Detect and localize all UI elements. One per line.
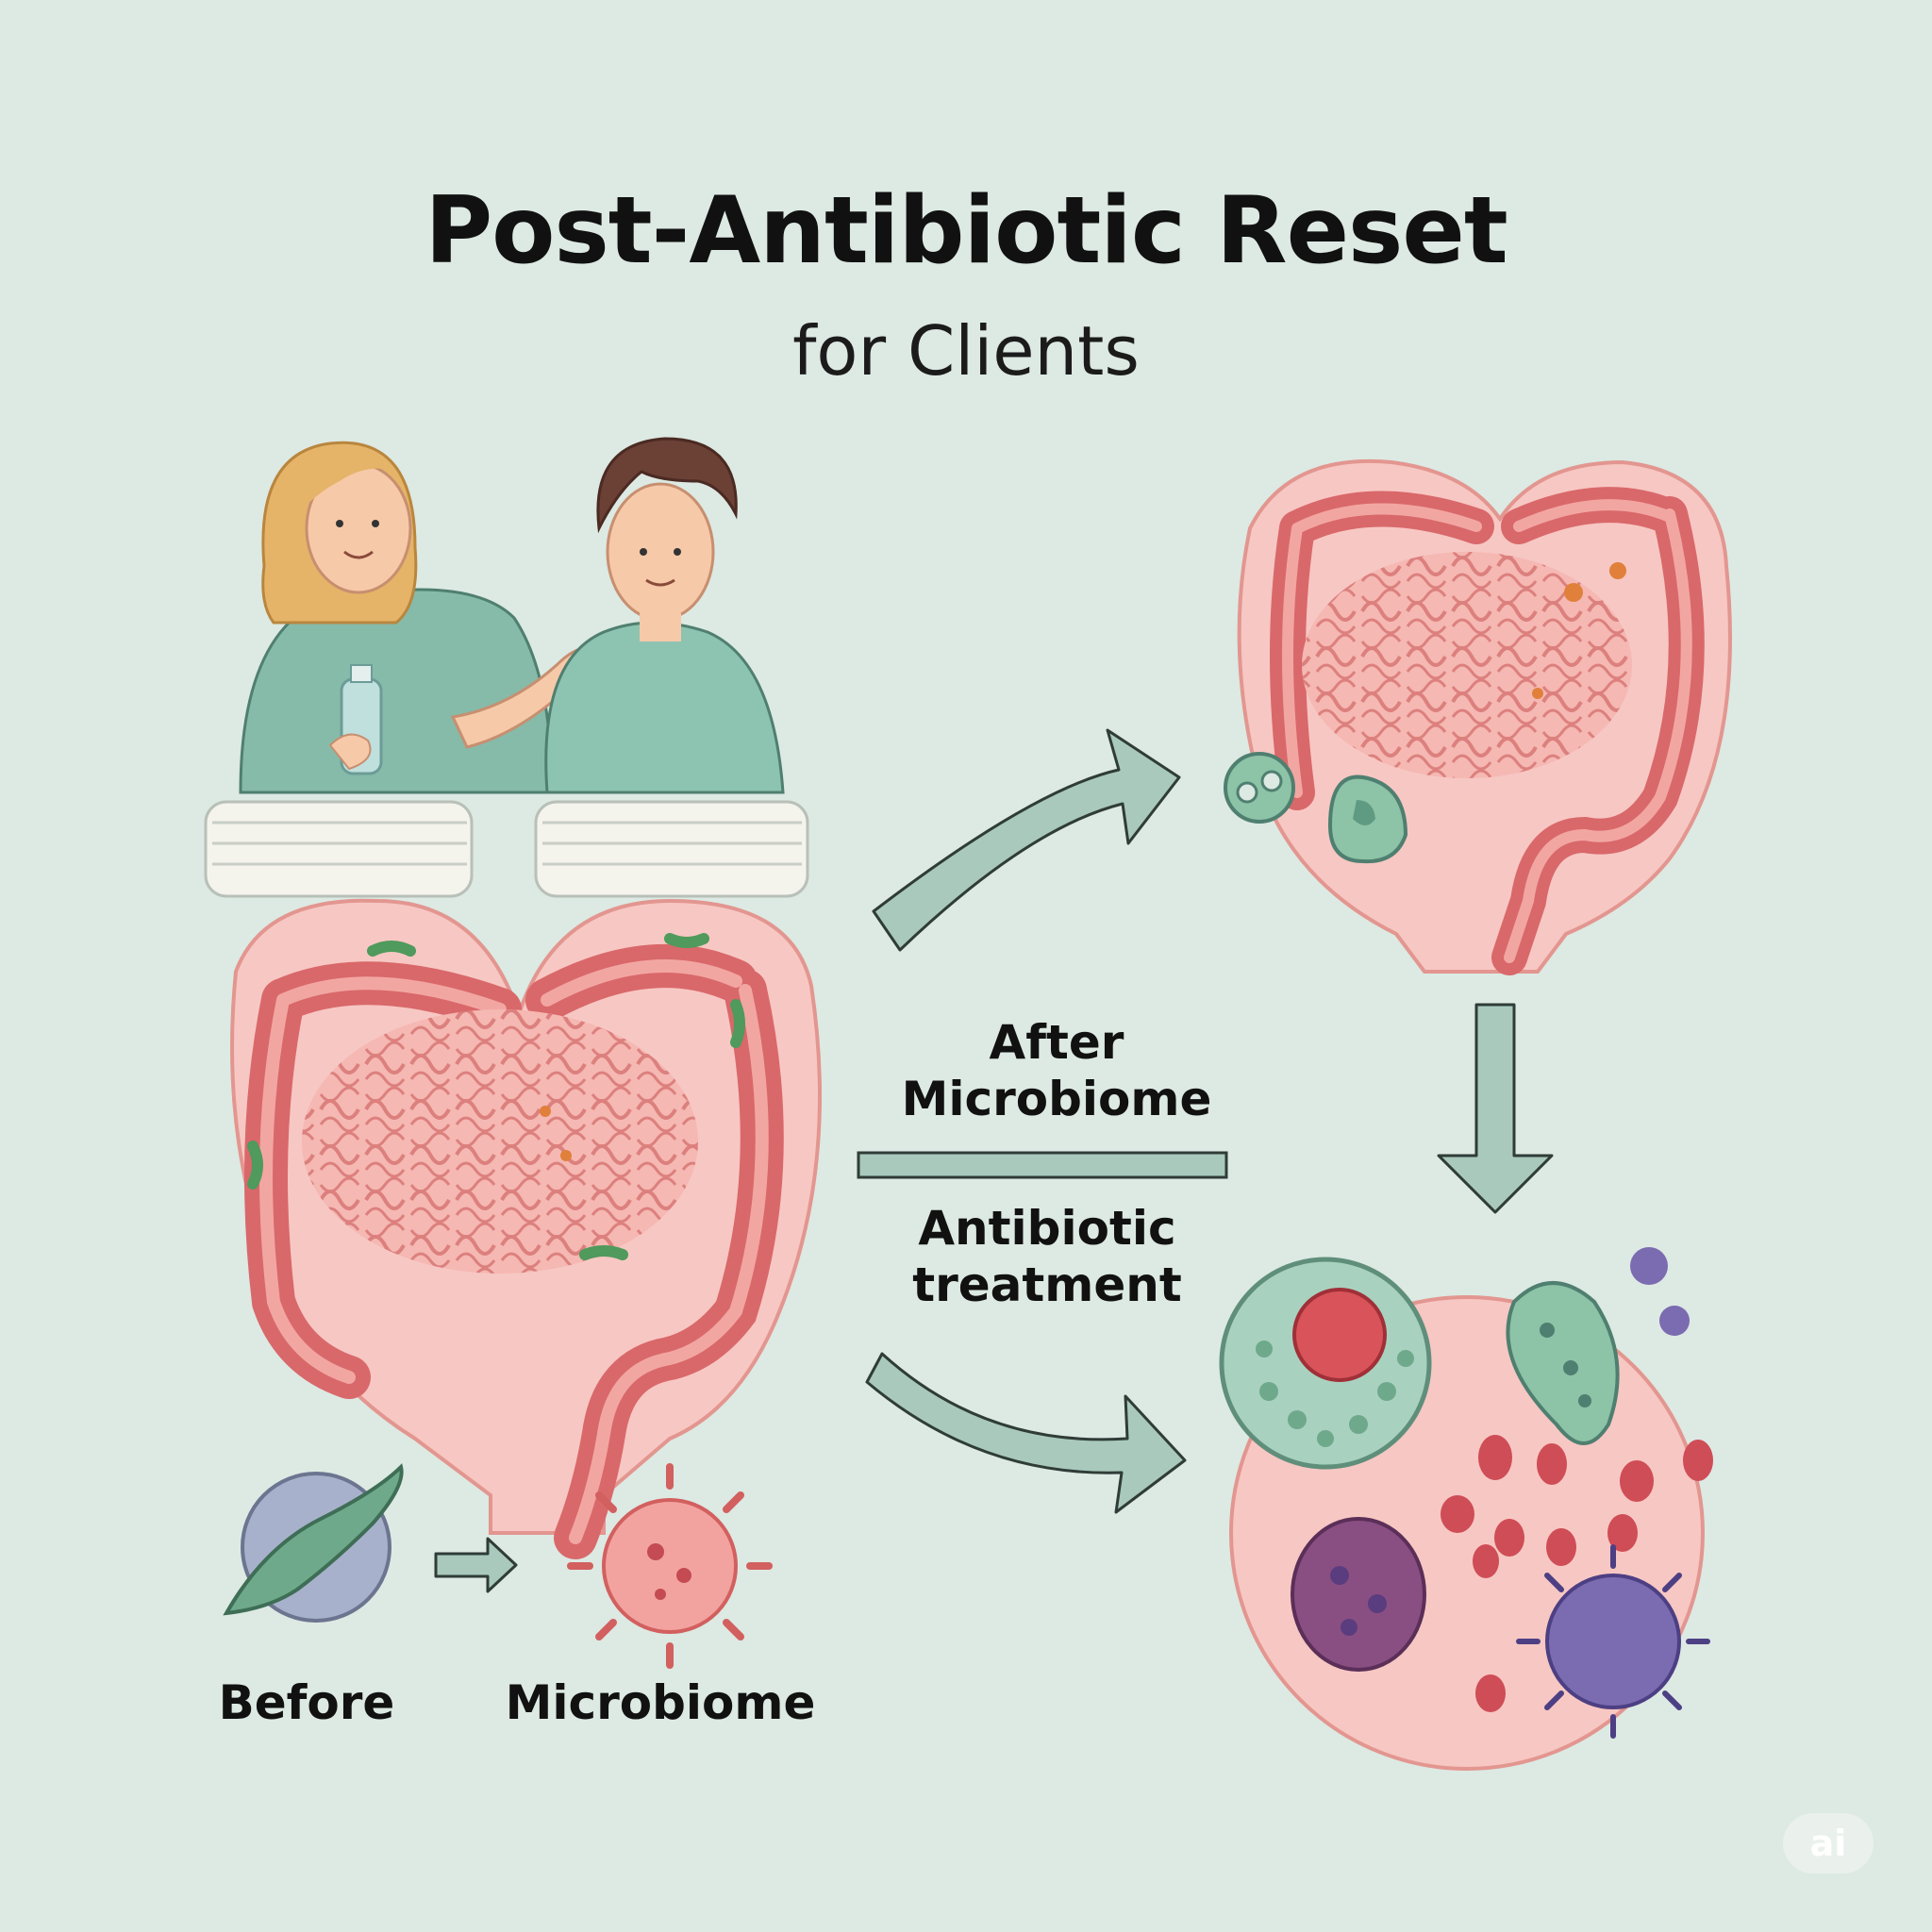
page-subtitle: for Clients (792, 311, 1140, 391)
divider-bar (857, 1151, 1228, 1179)
label-after-line-1: After (989, 1015, 1124, 1070)
towel-stack-right (534, 800, 809, 898)
label-after-line-2: Microbiome (901, 1072, 1212, 1126)
label-antibiotic-line-2: treatment (912, 1257, 1182, 1312)
caption-before: Before (218, 1675, 395, 1730)
gut-illustration-small (1224, 458, 1732, 975)
before-microbe-icon (223, 1463, 404, 1623)
man-figure (544, 437, 785, 794)
arrow-down (1437, 1003, 1554, 1214)
gut-illustration-large (230, 898, 822, 1559)
label-antibiotic-line-1: Antibiotic (918, 1201, 1176, 1256)
clients-illustration (204, 437, 809, 898)
label-antibiotic-treatment: Antibiotic treatment (811, 1200, 1283, 1313)
microbiome-cell-icon (567, 1463, 773, 1669)
caption-microbiome: Microbiome (505, 1675, 816, 1730)
arrow-to-bottom-right (865, 1352, 1187, 1514)
label-after-microbiome: After Microbiome (821, 1014, 1292, 1127)
arrow-small-right (434, 1537, 518, 1593)
page-title: Post-Antibiotic Reset (425, 177, 1507, 285)
towel-stack-left (204, 800, 474, 898)
ai-badge: ai (1783, 1813, 1874, 1874)
arrow-to-top-right (872, 728, 1181, 952)
woman-figure (239, 441, 594, 794)
cell-cluster-illustration (1219, 1247, 1713, 1771)
